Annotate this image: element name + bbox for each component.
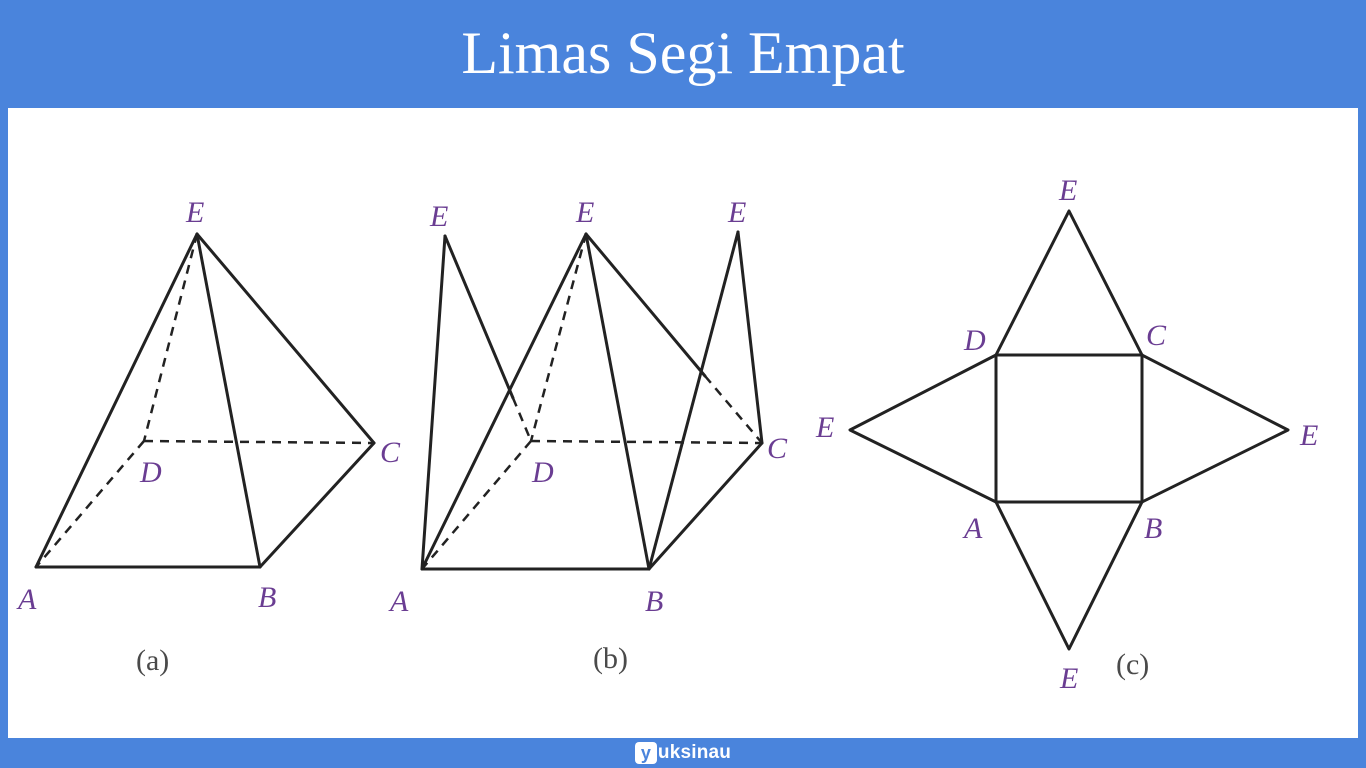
brand-mark: y [634,742,657,764]
footer-bar: y uksinau [0,738,1366,768]
edge-DC [530,439,763,445]
edge-EA [420,232,588,571]
label-E-bottom: E [1059,662,1078,695]
left-triangle [848,353,998,504]
bottom-triangle [994,500,1144,651]
left-face-edge-A [420,234,447,571]
label-E-top: E [1058,174,1077,207]
edge-DA [35,440,145,568]
label-E-right: E [1299,419,1318,452]
fold-mid-hidden [704,375,763,444]
pyramid-diagrams: E D C A B (a) E E E D C [16,174,1318,695]
label-D: D [963,324,986,357]
figure-b-opening-pyramid: E E E D C A B (b) [388,196,788,675]
diagram-panel: E D C A B (a) E E E D C [8,108,1358,738]
edge-ED [142,233,199,442]
edge-EC [195,232,376,445]
edge-DA [421,440,532,570]
left-face-edge-D [443,234,515,400]
brand-text: uksinau [657,742,732,763]
edge-EC [584,232,707,378]
caption-b: (b) [593,642,628,675]
right-triangle [1140,353,1290,504]
figure-a-pyramid: E D C A B (a) [16,196,401,677]
top-triangle [994,209,1144,357]
label-E: E [185,196,204,229]
header-bar: Limas Segi Empat [0,0,1366,108]
label-A: A [388,585,409,618]
label-E-mid: E [575,196,594,229]
figure-c-pyramid-net: E D C E E A B E (c) [815,174,1318,695]
label-B: B [1144,512,1162,545]
page-title: Limas Segi Empat [461,20,905,86]
brand-logo: y uksinau [634,742,732,764]
base-square [994,353,1144,504]
right-face-edge-B [647,230,740,571]
label-A: A [962,512,983,545]
caption-a: (a) [136,644,169,677]
fold-left-hidden [511,397,533,442]
edge-EB [195,232,262,569]
label-C: C [767,432,788,465]
edge-ED [529,233,588,442]
label-A: A [16,583,37,616]
label-E-left: E [815,411,834,444]
right-face-edge-C [736,230,764,445]
edge-BC [647,441,764,571]
label-D: D [139,456,162,489]
label-B: B [645,585,663,618]
edge-BC [258,441,376,569]
edge-EA [34,232,199,569]
edge-EB [584,232,651,571]
label-B: B [258,581,276,614]
label-D: D [531,456,554,489]
label-C: C [1146,319,1167,352]
caption-c: (c) [1116,648,1149,681]
edge-DC [143,439,375,445]
label-E-right: E [727,196,746,229]
label-E-left: E [429,200,448,233]
label-C: C [380,436,401,469]
